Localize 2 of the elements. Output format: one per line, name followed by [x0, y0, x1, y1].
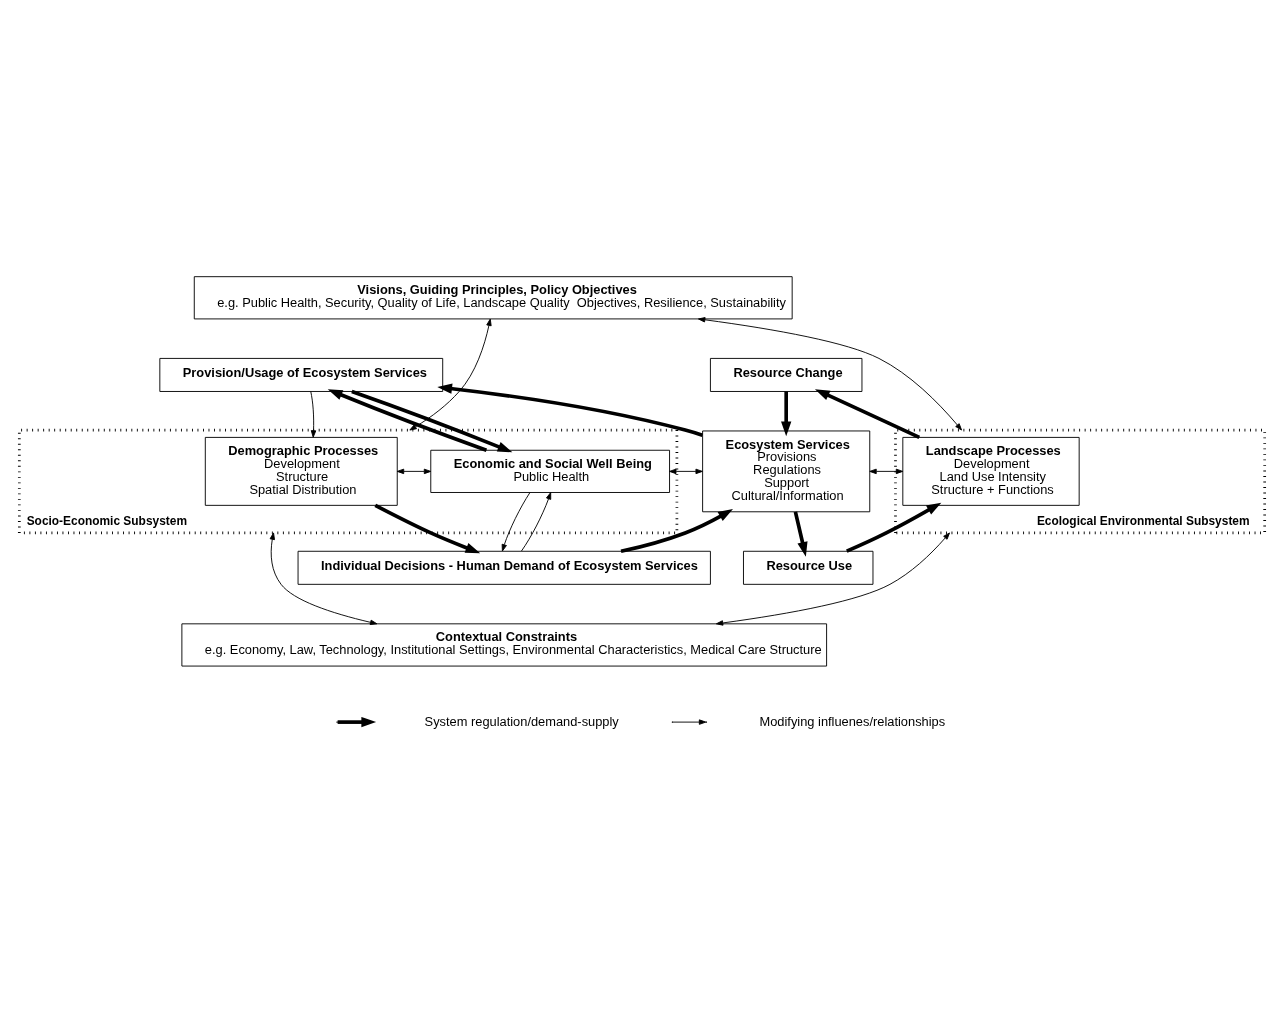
legend-label: System regulation/demand-supply [424, 713, 619, 728]
legend-label: Modifying influenes/relationships [759, 713, 946, 728]
